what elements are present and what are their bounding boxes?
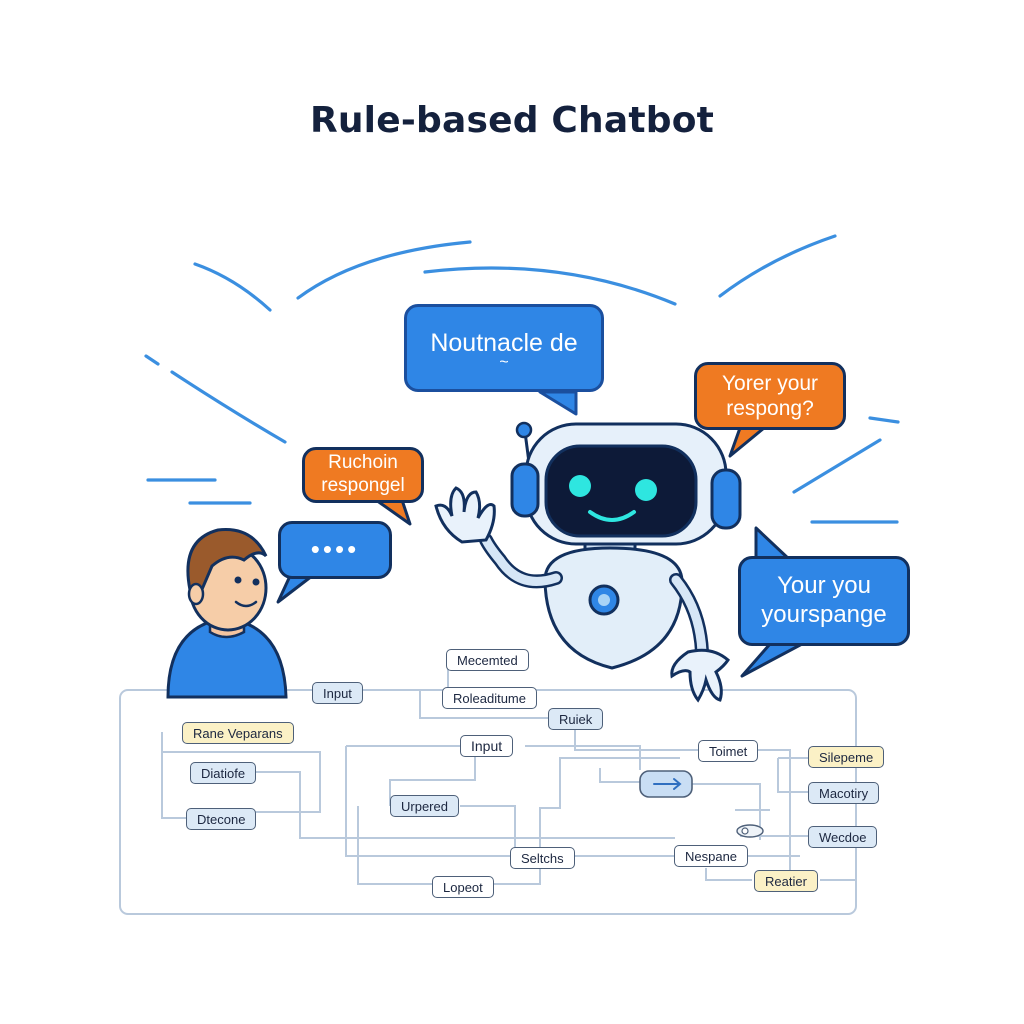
question-bubble: Yorer your respong? xyxy=(694,362,846,430)
bubble-tail xyxy=(740,642,804,678)
motion-line xyxy=(868,416,900,424)
bubble-tail xyxy=(276,574,314,604)
motion-line xyxy=(718,234,837,298)
node-urpered: Urpered xyxy=(390,795,459,817)
node-roleaditume: Roleaditume xyxy=(442,687,537,709)
node-ruiek: Ruiek xyxy=(548,708,604,730)
robot-assistant xyxy=(434,421,742,703)
node-input-top: Input xyxy=(312,682,363,704)
bubble-tail xyxy=(728,426,766,458)
diagram-title: Rule-based Chatbot xyxy=(309,100,715,141)
motion-line xyxy=(792,438,882,494)
response-bubble-text: Your you yourspange xyxy=(761,572,887,628)
node-dtecone: Dtecone xyxy=(186,808,257,830)
switch-icon xyxy=(736,824,764,838)
node-nespane: Nespane xyxy=(674,845,749,867)
node-input-mid: Input xyxy=(460,735,514,757)
user-typing-bubble: •••• xyxy=(278,521,392,579)
connector-pill-icon xyxy=(639,770,693,798)
person-avatar xyxy=(166,528,288,699)
node-silepeme: Silepeme xyxy=(808,746,885,768)
node-rane-veparans: Rane Veparans xyxy=(182,722,294,744)
typing-dots: •••• xyxy=(310,534,360,565)
robot-speech-bubble: Noutnacle de ~ xyxy=(404,304,604,392)
motion-lines xyxy=(144,234,900,524)
node-mecemted: Mecemted xyxy=(446,649,529,671)
bubble-tail xyxy=(538,390,578,416)
question-bubble-text: Yorer your respong? xyxy=(721,371,819,420)
node-wecdoe: Wecdoe xyxy=(808,826,878,848)
motion-line xyxy=(144,354,160,366)
motion-line xyxy=(193,262,272,312)
robot-speech-subtext: ~ xyxy=(499,354,509,371)
motion-line xyxy=(296,240,472,300)
response-bubble: Your you yourspange xyxy=(738,556,910,646)
node-macotiry: Macotiry xyxy=(808,782,880,804)
rule-bubble-text: Ruchoin respongel xyxy=(321,452,405,496)
node-diatiofe: Diatiofe xyxy=(190,762,257,784)
node-lopeot: Lopeot xyxy=(432,876,494,898)
motion-line xyxy=(423,266,677,306)
node-seltchs: Seltchs xyxy=(510,847,575,869)
rule-bubble: Ruchoin respongel xyxy=(302,447,424,503)
motion-line xyxy=(170,370,287,444)
node-toimet: Toimet xyxy=(698,740,759,762)
robot-speech-text: Noutnacle de xyxy=(430,329,578,357)
node-reatier: Reatier xyxy=(754,870,818,892)
